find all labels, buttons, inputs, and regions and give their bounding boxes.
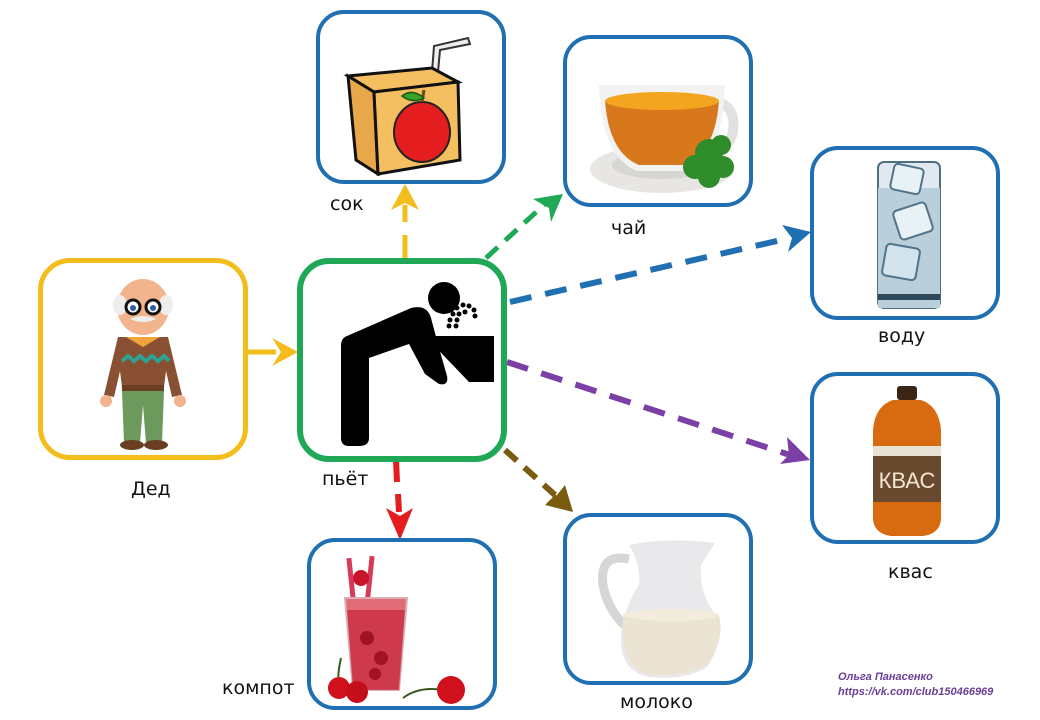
milk-label: молоко	[620, 691, 693, 713]
verb-label: пьёт	[322, 468, 369, 490]
arrow-to-kvass	[506, 359, 810, 464]
grandfather-icon	[100, 279, 186, 450]
arrow-subject-to-verb	[246, 338, 298, 366]
compote-glass-icon	[328, 555, 465, 704]
arrow-to-milk	[502, 447, 573, 512]
drinking-fountain-icon	[341, 282, 494, 446]
credit-author: Ольга Панасенко	[838, 671, 933, 683]
credit: Ольга Панасенко https://vk.com/club15046…	[838, 670, 993, 700]
arrow-to-compote	[386, 459, 413, 540]
arrow-to-juice	[391, 184, 419, 258]
verb-card	[297, 258, 507, 462]
credit-link[interactable]: https://vk.com/club150466969	[838, 686, 994, 698]
object-card-compote	[307, 538, 497, 710]
object-card-kvass: КВАС	[810, 372, 1000, 544]
compote-label: компот	[222, 677, 295, 699]
kvass-label: квас	[888, 561, 933, 583]
water-glass-icon	[877, 161, 941, 309]
subject-card	[38, 258, 248, 460]
object-card-juice	[316, 10, 506, 184]
arrow-to-water	[509, 225, 811, 305]
juice-box-icon	[343, 36, 472, 176]
kvass-bottle-icon: КВАС	[873, 386, 941, 536]
juice-label: сок	[330, 193, 364, 215]
object-card-milk	[563, 513, 753, 685]
kvass-bottle-text: КВАС	[879, 468, 936, 493]
subject-label: Дед	[131, 478, 171, 500]
tea-cup-icon	[590, 85, 739, 193]
water-label: воду	[878, 325, 926, 347]
tea-label: чай	[611, 217, 647, 239]
object-card-tea	[563, 35, 753, 207]
arrow-to-tea	[484, 194, 563, 260]
milk-jug-icon	[598, 540, 721, 678]
object-card-water	[810, 146, 1000, 320]
